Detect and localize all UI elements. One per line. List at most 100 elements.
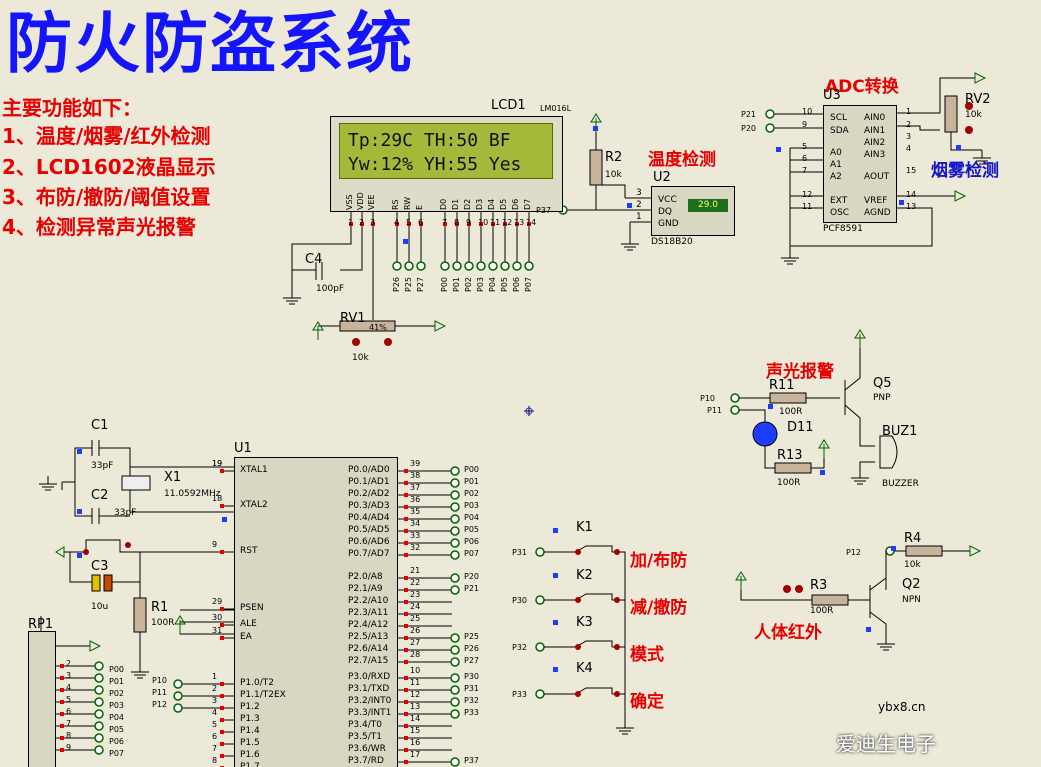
lcd-pin-label: D6: [511, 198, 520, 210]
pcf8591-chip[interactable]: [823, 105, 897, 223]
key-terminal: [614, 597, 620, 603]
wire: [612, 599, 626, 620]
lcd-pin-label: D7: [523, 198, 532, 210]
mcu-pin-label: P0.3/AD3: [348, 501, 390, 511]
rp-port-label: P00: [109, 665, 125, 674]
mcu-pin-number: 36: [410, 495, 421, 504]
port-terminal: [450, 490, 460, 500]
mcu-pin-label: P3.1/TXD: [348, 684, 390, 694]
pin-marker: [60, 748, 64, 752]
pcf-pin-number: 6: [802, 154, 808, 163]
mcu-pin-number: 5: [212, 720, 218, 729]
lcd-pin-number: 9: [466, 218, 472, 227]
d11-ref: D11: [787, 420, 814, 435]
wire: [764, 446, 775, 469]
pin-marker: [220, 607, 224, 611]
pin-marker: [479, 222, 483, 226]
pcf-pin-label: AGND: [864, 208, 891, 218]
mcu-chip[interactable]: [234, 457, 398, 767]
pin-marker: [60, 676, 64, 680]
rp-port-label: P06: [109, 737, 125, 746]
mcu-pin-label: EA: [240, 632, 252, 642]
lcd-pin-label: VEE: [367, 194, 376, 210]
pcf-pin-number: 2: [906, 120, 912, 129]
wire: [612, 551, 626, 572]
lcd-module[interactable]: Tp:29C TH:50 BF Yw:12% YH:55 Yes: [330, 116, 563, 212]
key-terminal: [575, 644, 581, 650]
lcd-pin-label: RS: [391, 199, 400, 210]
xtal1-pin-number: 19: [212, 459, 223, 468]
mcu-pin-number: 17: [410, 750, 421, 759]
ds-pin-number: 3: [636, 188, 642, 198]
mcu-port-label: P26: [464, 644, 480, 653]
port-terminal: [94, 661, 104, 671]
mcu-pin-number: 31: [212, 626, 223, 635]
pin-marker: [627, 203, 632, 208]
mcu-pin-label: P0.5/AD5: [348, 525, 390, 535]
feature-item: 1、温度/烟雾/红外检测: [2, 124, 211, 148]
mcu-pin-number: 29: [212, 597, 223, 606]
mcu-pin-number: 1: [212, 672, 218, 681]
pin-marker: [77, 553, 82, 558]
power-arrow: [954, 190, 967, 202]
lcd-model: LM016L: [540, 104, 572, 113]
r3-terminal: [795, 585, 803, 593]
pin-marker: [491, 222, 495, 226]
rp-port-label: P01: [109, 677, 125, 686]
alarm-label: 声光报警: [766, 362, 834, 382]
port-terminal: [94, 745, 104, 755]
mcu-pin-number: 24: [410, 602, 421, 611]
pin-marker: [404, 481, 408, 485]
rp-pin-number: 2: [66, 659, 72, 668]
k3-ref: K3: [576, 615, 593, 630]
port-terminal: [450, 685, 460, 695]
port-terminal: [450, 502, 460, 512]
mcu-port-label: P10: [152, 676, 168, 685]
lcd-port-label: P05: [500, 276, 509, 292]
pin-marker: [220, 754, 224, 758]
p21-port: P21: [741, 110, 757, 119]
key-switch: [575, 545, 613, 553]
mcu-port-label: P30: [464, 672, 480, 681]
ds18b20-sensor[interactable]: VCC DQ GND 29.0: [651, 186, 735, 236]
pin-marker: [404, 748, 408, 752]
port-terminal: [94, 685, 104, 695]
power-arrow: [590, 113, 602, 123]
resistor-pack[interactable]: [28, 631, 56, 767]
pin-marker: [503, 222, 507, 226]
mcu-pin-label: P1.3: [240, 714, 260, 724]
port-terminal: [765, 109, 775, 119]
mcu-pin-label: P3.7/RD: [348, 756, 384, 766]
mcu-pin-number: 26: [410, 626, 421, 635]
pin-marker: [60, 688, 64, 692]
mcu-port-label: P27: [464, 656, 480, 665]
lcd-port-label: P00: [440, 276, 449, 292]
lcd-port-label: P04: [488, 276, 497, 292]
adc-label: ADC转换: [825, 77, 899, 97]
pin-marker: [404, 529, 408, 533]
rv1-terminal: [352, 338, 360, 346]
pin-marker: [443, 222, 447, 226]
c2-ref: C2: [91, 488, 109, 503]
wire: [112, 552, 141, 583]
q5-type: PNP: [873, 393, 891, 403]
pin-marker: [419, 222, 423, 226]
rp-pin-number: 4: [66, 683, 72, 692]
port-terminal: [730, 405, 740, 415]
lcd-pin-number: 5: [406, 218, 412, 227]
d11-wire: [739, 409, 766, 425]
pcf-pin-number: 10: [802, 107, 813, 116]
rv2-value: 10k: [965, 110, 982, 120]
pin-marker: [455, 222, 459, 226]
r3-terminal: [783, 585, 791, 593]
port-terminal: [173, 679, 183, 689]
lcd-ref: LCD1: [491, 98, 526, 113]
r1-resistor: [133, 597, 147, 633]
lcd-pin-label: D1: [451, 198, 460, 210]
ds-pin-vcc: VCC: [658, 195, 677, 205]
features-heading: 主要功能如下：: [2, 96, 142, 120]
c4-value: 100pF: [316, 284, 345, 294]
pin-marker: [220, 469, 224, 473]
mcu-pin-label: P2.5/A13: [348, 632, 389, 642]
pin-marker: [222, 517, 227, 522]
